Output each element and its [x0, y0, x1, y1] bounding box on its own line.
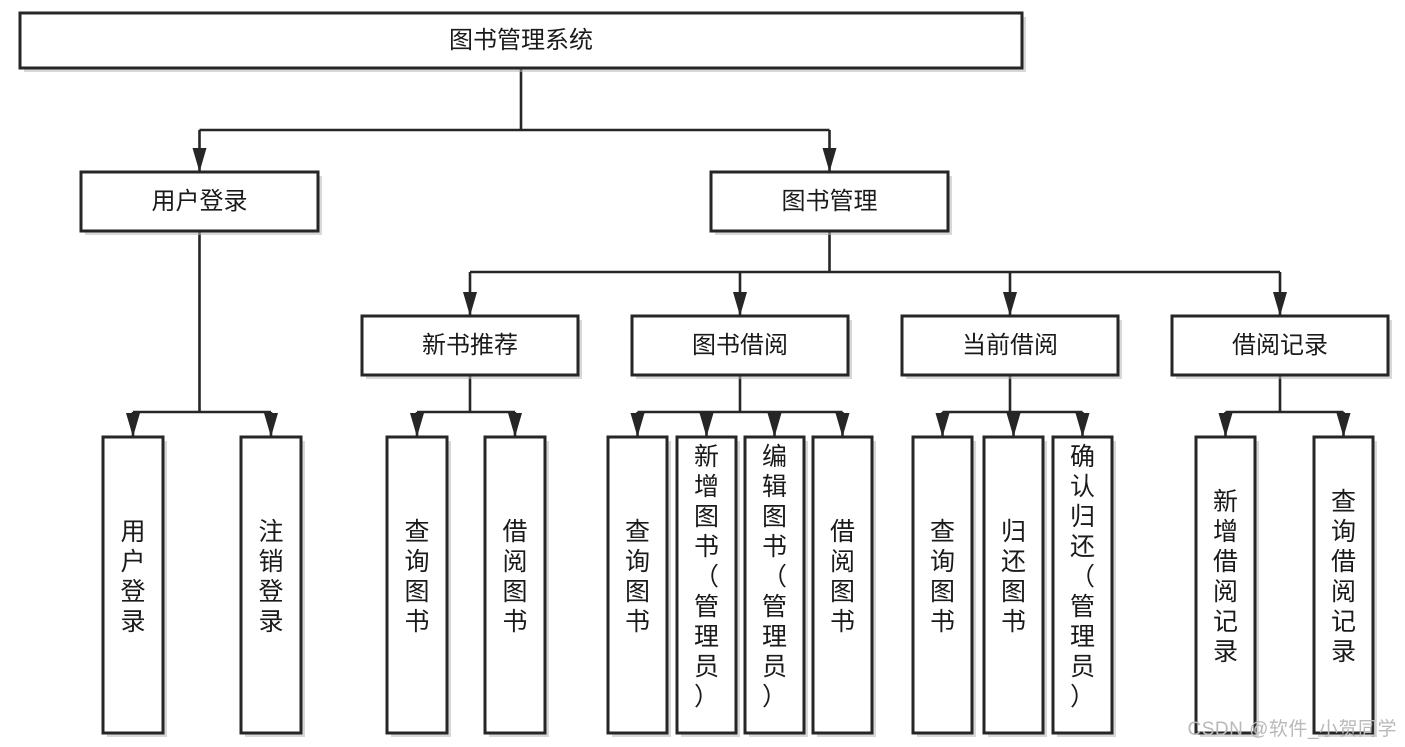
node-root[interactable]: 图书管理系统 [18, 11, 1026, 72]
node-box[interactable] [900, 314, 1120, 377]
node-box[interactable] [1170, 314, 1390, 377]
arrow-head-icon [1003, 292, 1017, 316]
node-edit-book-admin[interactable]: 编辑图书（管理员） [743, 435, 808, 737]
node-label: 借阅记录 [1232, 332, 1328, 359]
arrow-head-icon [733, 292, 747, 316]
node-borrow-book-1[interactable]: 借阅图书 [483, 435, 549, 737]
arrow-head-icon [935, 413, 950, 437]
node-label: 借阅图书 [502, 518, 527, 636]
node-book-borrow[interactable]: 图书借阅 [630, 314, 852, 379]
node-book-manage[interactable]: 图书管理 [709, 170, 952, 235]
node-user-login-do[interactable]: 用户登录 [101, 435, 167, 737]
node-box[interactable] [1051, 435, 1114, 735]
node-label: 新增借阅记录 [1213, 488, 1238, 666]
arrow-head-icon [822, 148, 837, 172]
arrow-head-icon [767, 413, 782, 437]
node-label: 新书推荐 [422, 332, 518, 359]
node-borrow-record[interactable]: 借阅记录 [1170, 314, 1392, 379]
node-label: 图书借阅 [692, 332, 788, 359]
arrow-head-icon [1273, 292, 1287, 316]
node-label: 图书管理系统 [449, 27, 593, 54]
node-label: 图书管理 [782, 188, 878, 215]
node-label: 查询借阅记录 [1331, 488, 1356, 666]
node-label: 查询图书 [404, 518, 429, 636]
node-confirm-return-admin[interactable]: 确认归还（管理员） [1051, 435, 1116, 737]
node-current-borrow[interactable]: 当前借阅 [900, 314, 1122, 379]
node-box[interactable] [811, 435, 874, 735]
node-label: 查询图书 [930, 518, 955, 636]
node-query-book-3[interactable]: 查询图书 [911, 435, 976, 737]
arrow-head-icon [1336, 413, 1351, 437]
node-label: 新增图书（管理员） [694, 443, 719, 711]
node-label: 用户登录 [152, 188, 248, 215]
arrow-head-icon [463, 292, 477, 316]
node-new-book-recommend[interactable]: 新书推荐 [360, 314, 582, 379]
arrow-head-icon [508, 413, 522, 437]
node-box[interactable] [360, 314, 580, 377]
arrow-head-icon [1218, 413, 1233, 437]
arrow-head-icon [835, 413, 850, 437]
arrow-head-icon [699, 413, 714, 437]
arrow-head-icon [630, 413, 645, 437]
node-box[interactable] [709, 170, 950, 233]
node-box[interactable] [606, 435, 669, 735]
node-box[interactable] [79, 170, 320, 233]
node-box[interactable] [630, 314, 850, 377]
arrow-head-icon [1006, 413, 1021, 437]
node-box[interactable] [743, 435, 806, 735]
node-box[interactable] [1194, 435, 1257, 735]
node-label: 用户登录 [120, 518, 145, 636]
node-box[interactable] [239, 435, 303, 735]
node-query-book-2[interactable]: 查询图书 [606, 435, 671, 737]
node-box[interactable] [911, 435, 974, 735]
node-label: 当前借阅 [962, 332, 1058, 359]
arrow-head-icon [1075, 413, 1090, 437]
node-add-book-admin[interactable]: 新增图书（管理员） [675, 435, 740, 737]
node-box[interactable] [675, 435, 738, 735]
nodes-layer: 图书管理系统用户登录用户登录注销登录图书管理新书推荐查询图书借阅图书图书借阅查询… [18, 11, 1392, 737]
node-label: 注销登录 [258, 518, 283, 636]
node-box[interactable] [101, 435, 165, 735]
watermark-label: CSDN @软件_小贺同学 [1187, 719, 1397, 740]
node-box[interactable] [982, 435, 1045, 735]
arrow-head-icon [126, 413, 140, 437]
node-box[interactable] [1312, 435, 1375, 735]
node-label: 归还图书 [1001, 518, 1026, 636]
node-label: 确认归还（管理员） [1070, 443, 1095, 711]
node-return-book[interactable]: 归还图书 [982, 435, 1047, 737]
node-user-logout[interactable]: 注销登录 [239, 435, 305, 737]
node-box[interactable] [483, 435, 547, 735]
node-box[interactable] [385, 435, 449, 735]
arrow-head-icon [410, 413, 424, 437]
node-label: 编辑图书（管理员） [762, 443, 787, 711]
arrow-head-icon [264, 413, 278, 437]
node-box[interactable] [18, 11, 1024, 70]
node-query-borrow-record[interactable]: 查询借阅记录 [1312, 435, 1377, 737]
node-label: 查询图书 [625, 518, 650, 636]
node-add-borrow-record[interactable]: 新增借阅记录 [1194, 435, 1259, 737]
arrow-head-icon [192, 148, 207, 172]
node-query-book-1[interactable]: 查询图书 [385, 435, 451, 737]
node-label: 借阅图书 [830, 518, 855, 636]
edges-layer [126, 68, 1351, 437]
node-borrow-book-2[interactable]: 借阅图书 [811, 435, 876, 737]
node-user-login[interactable]: 用户登录 [79, 170, 322, 235]
